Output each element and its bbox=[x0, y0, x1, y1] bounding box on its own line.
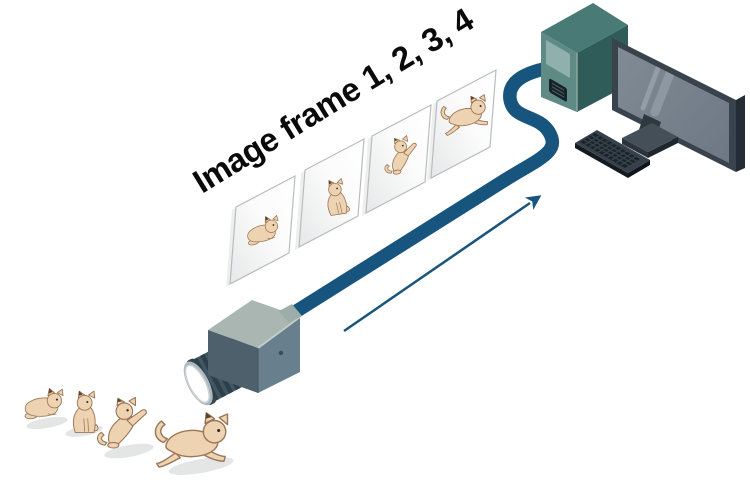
cat-running bbox=[154, 412, 229, 468]
monitor-stand-base-top bbox=[622, 123, 678, 152]
monitor-stand-base-right bbox=[648, 137, 678, 158]
image-frame-1 bbox=[226, 174, 296, 287]
keyboard-thickness-right bbox=[628, 160, 650, 178]
computer bbox=[541, 3, 745, 178]
image-frame-2 bbox=[295, 137, 365, 250]
cat-sitting bbox=[72, 390, 99, 433]
keyboard bbox=[575, 130, 650, 178]
cat-reaching bbox=[96, 396, 147, 449]
tower-top-face bbox=[541, 3, 628, 53]
monitor bbox=[612, 38, 745, 172]
tower-drive-panel bbox=[546, 40, 570, 78]
lens-glass bbox=[184, 364, 210, 404]
camera-right-face bbox=[258, 317, 300, 393]
data-flow-arrow bbox=[343, 195, 542, 333]
camera-cable bbox=[285, 62, 560, 321]
cat-sequence bbox=[24, 388, 234, 475]
camera-left-face bbox=[208, 330, 258, 393]
camera bbox=[183, 300, 302, 406]
image-frame-4 bbox=[427, 68, 497, 181]
cat-crouching bbox=[24, 388, 64, 420]
monitor-screen bbox=[618, 47, 729, 163]
image-frame-3 bbox=[362, 103, 432, 216]
keyboard-thickness-left bbox=[575, 143, 628, 178]
tower-vent bbox=[549, 78, 567, 102]
camera-top-face bbox=[208, 300, 300, 348]
keyboard-key-columns bbox=[584, 135, 636, 166]
screen-reflections bbox=[640, 65, 676, 117]
monitor-stand-base-left bbox=[622, 138, 648, 158]
camera-screw bbox=[278, 350, 284, 356]
camera-edge-highlight bbox=[257, 316, 301, 349]
cable-connector bbox=[279, 304, 302, 323]
monitor-side bbox=[736, 95, 745, 172]
